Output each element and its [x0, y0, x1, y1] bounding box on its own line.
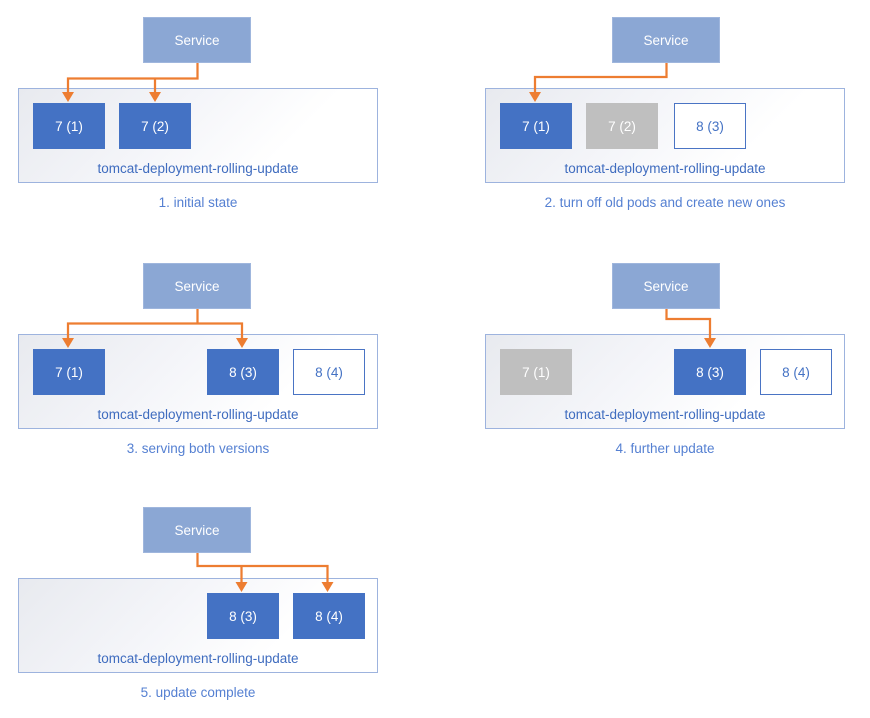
pod-8-3: 8 (3) [207, 349, 279, 395]
deployment-box: 7 (1) 8 (3) 8 (4) tomcat-deployment-roll… [485, 334, 845, 429]
deployment-label: tomcat-deployment-rolling-update [97, 407, 299, 422]
pod-label: 8 (4) [782, 364, 810, 380]
panel-further-update: Service 7 (1) 8 (3) 8 (4) tomcat-deploym… [467, 246, 852, 478]
service-label: Service [643, 278, 689, 294]
deployment-box: 7 (1) 7 (2) 8 (3) tomcat-deployment-roll… [485, 88, 845, 183]
pod-8-3: 8 (3) [207, 593, 279, 639]
pod-7-2: 7 (2) [119, 103, 191, 149]
pod-7-1: 7 (1) [500, 349, 572, 395]
panel-caption: 1. initial state [158, 195, 238, 210]
pod-label: 7 (1) [522, 364, 550, 380]
pod-label: 7 (2) [141, 118, 169, 134]
service-label: Service [174, 32, 220, 48]
panel-caption: 2. turn off old pods and create new ones [544, 195, 786, 210]
service-box: Service [143, 17, 251, 63]
service-box: Service [143, 507, 251, 553]
pod-8-4: 8 (4) [293, 593, 365, 639]
panel-serving-both-versions: Service 7 (1) 8 (3) 8 (4) tomcat-deploym… [0, 246, 385, 478]
pod-label: 8 (4) [315, 364, 343, 380]
panel-initial-state: Service 7 (1) 7 (2) tomcat-deployment-ro… [0, 0, 385, 232]
pod-8-3: 8 (3) [674, 349, 746, 395]
service-box: Service [612, 17, 720, 63]
pod-label: 7 (1) [55, 364, 83, 380]
service-box: Service [612, 263, 720, 309]
pod-label: 8 (3) [229, 608, 257, 624]
service-box: Service [143, 263, 251, 309]
service-label: Service [174, 278, 220, 294]
pod-7-1: 7 (1) [33, 349, 105, 395]
pod-7-1: 7 (1) [500, 103, 572, 149]
deployment-label: tomcat-deployment-rolling-update [564, 407, 766, 422]
pod-label: 8 (4) [315, 608, 343, 624]
pod-7-1: 7 (1) [33, 103, 105, 149]
pod-label: 8 (3) [696, 364, 724, 380]
panel-turn-off-old-pods: Service 7 (1) 7 (2) 8 (3) tomcat-deploym… [467, 0, 852, 232]
pod-8-4: 8 (4) [760, 349, 832, 395]
panel-caption: 4. further update [615, 441, 715, 456]
pod-label: 8 (3) [229, 364, 257, 380]
deployment-box: 7 (1) 7 (2) tomcat-deployment-rolling-up… [18, 88, 378, 183]
service-label: Service [643, 32, 689, 48]
panel-caption: 5. update complete [140, 685, 256, 700]
pod-7-2: 7 (2) [586, 103, 658, 149]
pod-label: 7 (1) [55, 118, 83, 134]
deployment-label: tomcat-deployment-rolling-update [97, 161, 299, 176]
deployment-box: 8 (3) 8 (4) tomcat-deployment-rolling-up… [18, 578, 378, 673]
panel-caption: 3. serving both versions [126, 441, 270, 456]
pod-label: 7 (2) [608, 118, 636, 134]
pod-8-4: 8 (4) [293, 349, 365, 395]
deployment-label: tomcat-deployment-rolling-update [97, 651, 299, 666]
service-label: Service [174, 522, 220, 538]
pod-label: 8 (3) [696, 118, 724, 134]
pod-8-3: 8 (3) [674, 103, 746, 149]
deployment-label: tomcat-deployment-rolling-update [564, 161, 766, 176]
pod-label: 7 (1) [522, 118, 550, 134]
panel-update-complete: Service 8 (3) 8 (4) tomcat-deployment-ro… [0, 490, 385, 718]
deployment-box: 7 (1) 8 (3) 8 (4) tomcat-deployment-roll… [18, 334, 378, 429]
